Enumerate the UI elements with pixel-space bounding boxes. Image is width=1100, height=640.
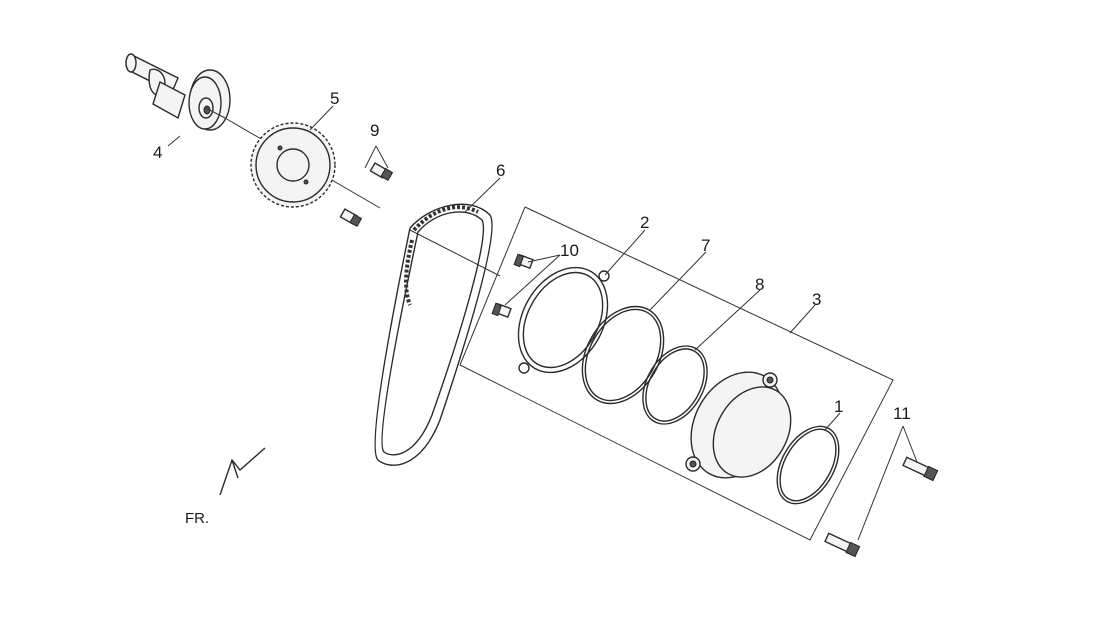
- callout-6: 6: [496, 161, 506, 180]
- callout-10: 10: [560, 241, 579, 260]
- bolt-10b: [491, 302, 512, 318]
- bolt-11a: [902, 456, 939, 482]
- timing-chain: [374, 203, 493, 466]
- callout-9: 9: [370, 121, 380, 140]
- direction-arrow-icon: [219, 447, 266, 496]
- direction-label: FR.: [185, 510, 210, 527]
- callout-4: 4: [153, 143, 163, 162]
- leader-lines: [167, 105, 918, 541]
- callout-8: 8: [755, 275, 765, 294]
- callout-7: 7: [701, 236, 711, 255]
- callout-2: 2: [640, 213, 650, 232]
- callout-5: 5: [330, 89, 340, 108]
- bolt-10a: [513, 253, 534, 269]
- callout-3: 3: [812, 290, 822, 309]
- o-ring-1: [776, 425, 840, 505]
- assembly-frame: [459, 206, 894, 541]
- cam-sprocket: [250, 122, 336, 208]
- bolt-9a: [369, 162, 394, 182]
- callout-1: 1: [834, 397, 844, 416]
- camshaft: [125, 53, 231, 131]
- cover: [685, 371, 792, 479]
- axis-line-2: [409, 229, 501, 277]
- bolt-11b: [824, 532, 861, 558]
- bolt-9b: [339, 208, 363, 228]
- o-ring-7: [581, 305, 665, 405]
- callout-11: 11: [893, 404, 911, 423]
- gasket: [517, 266, 610, 374]
